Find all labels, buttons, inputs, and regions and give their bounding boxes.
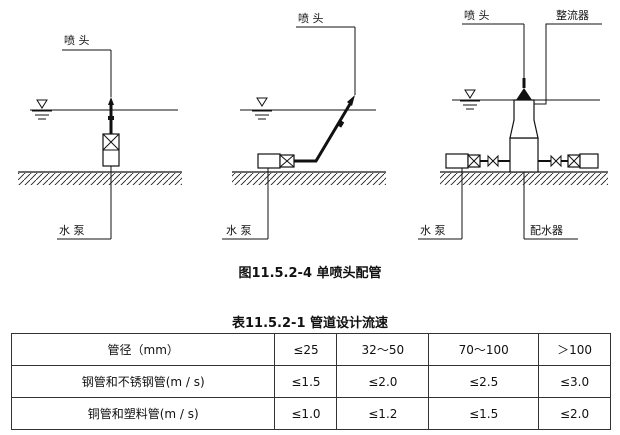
header-cell: ≤25 <box>274 333 338 366</box>
header-cell: ＞100 <box>538 333 611 366</box>
table-cell: ≤3.0 <box>538 365 611 398</box>
table-title: 表11.5.2-1 管道设计流速 <box>231 316 389 331</box>
distributor-box <box>509 137 539 173</box>
table-cell: ≤1.5 <box>274 365 338 398</box>
table-row: 钢管和不锈钢管(m / s) ≤1.5 ≤2.0 ≤2.5 ≤3.0 <box>10 365 611 398</box>
nozzle-tip <box>347 95 355 106</box>
pump-label: 水 泵 <box>226 224 252 237</box>
nozzle-label: 喷 头 <box>64 34 90 47</box>
table-cell: ≤1.2 <box>336 397 430 430</box>
valve-left <box>487 154 499 168</box>
subfigure-2: 喷 头 水 泵 <box>222 12 386 240</box>
valve-right <box>550 154 562 168</box>
pump-label: 水 泵 <box>59 224 85 237</box>
water-level-symbol <box>252 97 272 120</box>
ground-hatch <box>18 173 182 185</box>
water-level-symbol <box>460 89 480 110</box>
table-cell: ≤1.0 <box>274 397 338 430</box>
pipe-velocity-table: 管径（mm） ≤25 32～50 70～100 ＞100 钢管和不锈钢管(m /… <box>10 333 611 430</box>
ground-hatch <box>232 173 386 185</box>
table-header-row: 管径（mm） ≤25 32～50 70～100 ＞100 <box>10 333 611 366</box>
rectifier-body <box>509 99 539 139</box>
pipe-valve <box>337 120 345 128</box>
table-row: 铜管和塑料管(m / s) ≤1.0 ≤1.2 ≤1.5 ≤2.0 <box>10 397 611 430</box>
pipe-valve <box>108 116 114 120</box>
table-cell: 钢管和不锈钢管(m / s) <box>10 365 276 398</box>
header-cell: 32～50 <box>336 333 430 366</box>
rectifier-label: 整流器 <box>556 8 589 22</box>
subfigure-1: 喷 头 水 泵 <box>18 34 182 240</box>
pump-right <box>567 153 599 169</box>
rectifier-cap <box>516 88 532 100</box>
header-cell: 70～100 <box>428 333 540 366</box>
pump-horizontal <box>257 153 295 169</box>
table-cell: 铜管和塑料管(m / s) <box>10 397 276 430</box>
table-cell: ≤1.5 <box>428 397 540 430</box>
table-cell: ≤2.0 <box>336 365 430 398</box>
nozzle-label: 喷 头 <box>464 9 490 22</box>
table-cell: ≤2.0 <box>538 397 611 430</box>
pump-box <box>102 133 120 167</box>
inclined-pipe <box>294 103 352 163</box>
table-cell: ≤2.5 <box>428 365 540 398</box>
figure-caption: 图11.5.2-4 单喷头配管 <box>238 266 382 281</box>
subfigure-3: 喷 头 整流器 水 泵 配水器 <box>418 8 608 240</box>
header-cell: 管径（mm） <box>10 333 276 366</box>
pump-label: 水 泵 <box>420 224 446 237</box>
single-nozzle-piping-diagram: 喷 头 水 泵 喷 头 水 泵 <box>18 8 608 240</box>
water-level-symbol <box>32 99 52 120</box>
pump-left <box>445 153 481 169</box>
rectifier-leader <box>534 23 602 105</box>
nozzle-tip <box>108 97 114 105</box>
distributor-label: 配水器 <box>530 224 563 237</box>
nozzle-label: 喷 头 <box>298 12 324 25</box>
